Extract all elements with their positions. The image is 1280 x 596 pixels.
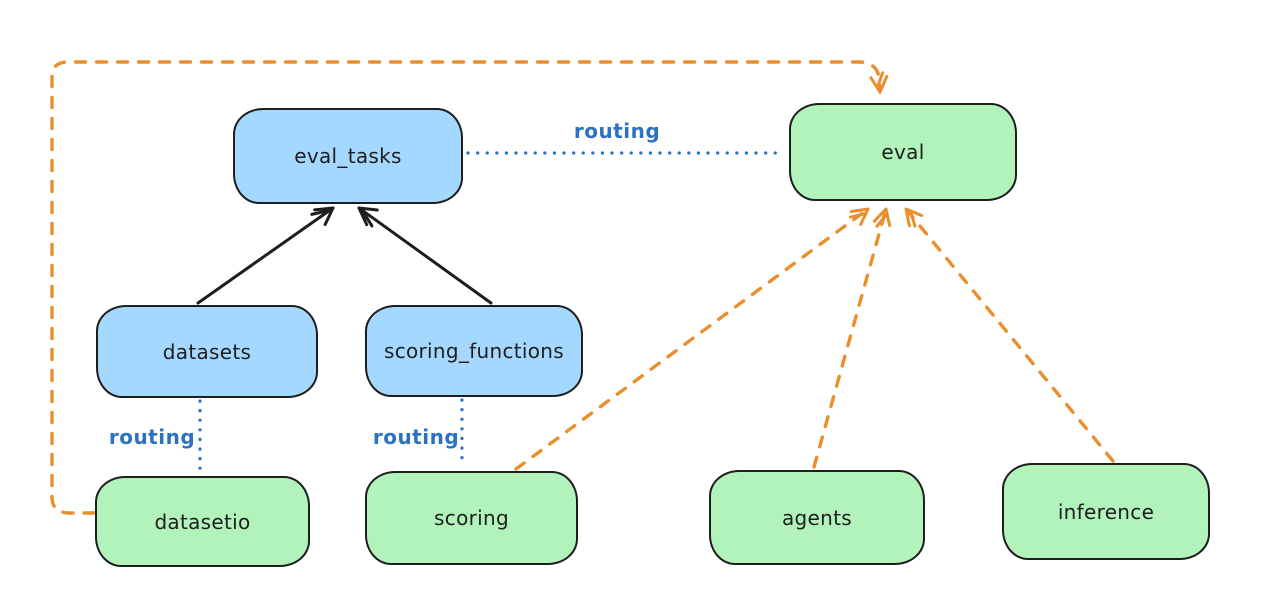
- node-eval-tasks: eval_tasks: [233, 105, 463, 204]
- edge-scoring-to-eval: [514, 207, 870, 471]
- node-datasets-label: datasets: [162, 339, 252, 364]
- edge-scoring-functions-to-eval-tasks: [357, 206, 493, 305]
- node-inference-label: inference: [1057, 499, 1155, 524]
- edge-inference-to-eval: [904, 207, 1115, 463]
- routing-label-eval-tasks-eval: routing: [573, 119, 661, 143]
- node-eval-label: eval: [881, 140, 925, 164]
- node-scoring: scoring: [365, 468, 578, 565]
- edge-datasetio-to-eval: [50, 60, 889, 515]
- edge-agents-to-eval: [812, 207, 892, 469]
- edge-datasets-to-eval-tasks: [196, 206, 335, 305]
- node-eval-tasks-label: eval_tasks: [294, 144, 402, 168]
- node-scoring-functions-label: scoring_functions: [383, 339, 565, 363]
- node-scoring-label: scoring: [434, 506, 509, 530]
- routing-label-scoring-functions-scoring: routing: [372, 425, 460, 449]
- node-scoring-functions: scoring_functions: [365, 302, 583, 397]
- routing-label-datasets-datasetio: routing: [108, 425, 196, 449]
- node-eval: eval: [789, 100, 1017, 201]
- node-datasetio-label: datasetio: [154, 509, 251, 534]
- node-inference: inference: [1002, 460, 1210, 560]
- node-agents: agents: [709, 467, 925, 565]
- node-datasetio: datasetio: [95, 473, 310, 567]
- node-agents-label: agents: [782, 505, 852, 530]
- node-datasets: datasets: [96, 302, 318, 398]
